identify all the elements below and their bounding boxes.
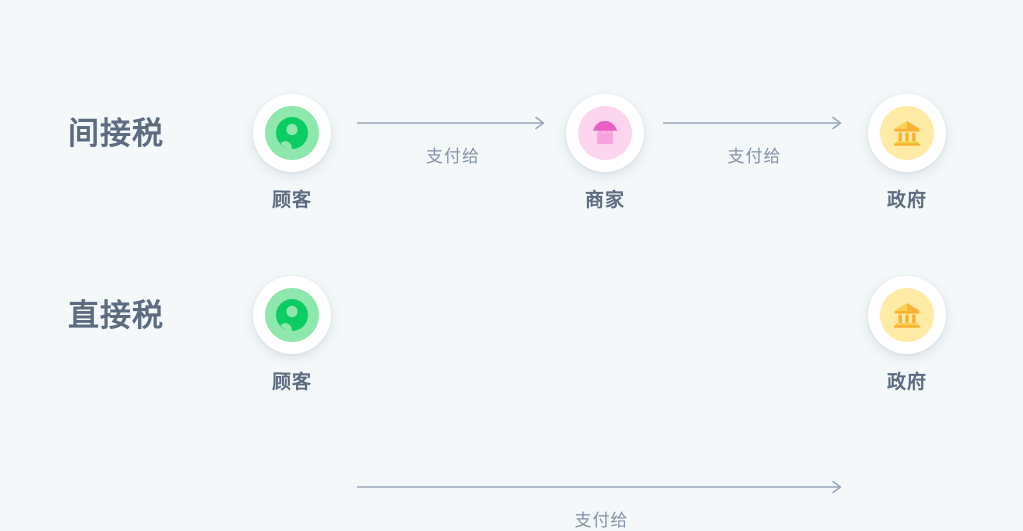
node-label-merchant: 商家 bbox=[584, 190, 625, 211]
tax-flow-diagram: 间接税 顾客 支付给 bbox=[0, 22, 1023, 530]
node-merchant-indirect: 商家 bbox=[566, 94, 644, 212]
row-title-indirect-tax: 间接税 bbox=[68, 116, 164, 151]
node-circle bbox=[566, 94, 644, 172]
storefront-icon bbox=[578, 106, 632, 160]
arrow-label-pays-to: 支付给 bbox=[426, 147, 480, 166]
node-government-indirect: 政府 bbox=[868, 94, 946, 212]
node-label-government: 政府 bbox=[886, 372, 927, 393]
node-circle bbox=[253, 276, 331, 354]
node-customer-indirect: 顾客 bbox=[253, 94, 331, 212]
arrow-label-pays-to: 支付给 bbox=[727, 147, 782, 166]
node-government-direct: 政府 bbox=[868, 276, 946, 394]
node-label-customer: 顾客 bbox=[271, 372, 312, 393]
arrow-customer-to-merchant: 支付给 bbox=[357, 116, 549, 166]
row-title-direct-tax: 直接税 bbox=[68, 298, 164, 333]
arrow-customer-to-government: 支付给 bbox=[357, 480, 846, 530]
arrow-merchant-to-government: 支付给 bbox=[663, 116, 846, 166]
customer-avatar-icon bbox=[265, 288, 319, 342]
row-indirect-tax: 间接税 顾客 支付给 bbox=[0, 22, 1023, 211]
node-label-government: 政府 bbox=[886, 190, 927, 211]
row-direct-tax: 直接税 顾客 支付给 bbox=[0, 204, 1023, 530]
node-circle bbox=[868, 276, 946, 354]
node-circle bbox=[868, 94, 946, 172]
arrow-label-pays-to: 支付给 bbox=[574, 511, 629, 530]
node-label-customer: 顾客 bbox=[271, 190, 312, 211]
government-bank-icon bbox=[880, 106, 934, 160]
node-customer-direct: 顾客 bbox=[253, 276, 331, 394]
node-circle bbox=[253, 94, 331, 172]
government-bank-icon bbox=[880, 288, 934, 342]
customer-avatar-icon bbox=[265, 106, 319, 160]
